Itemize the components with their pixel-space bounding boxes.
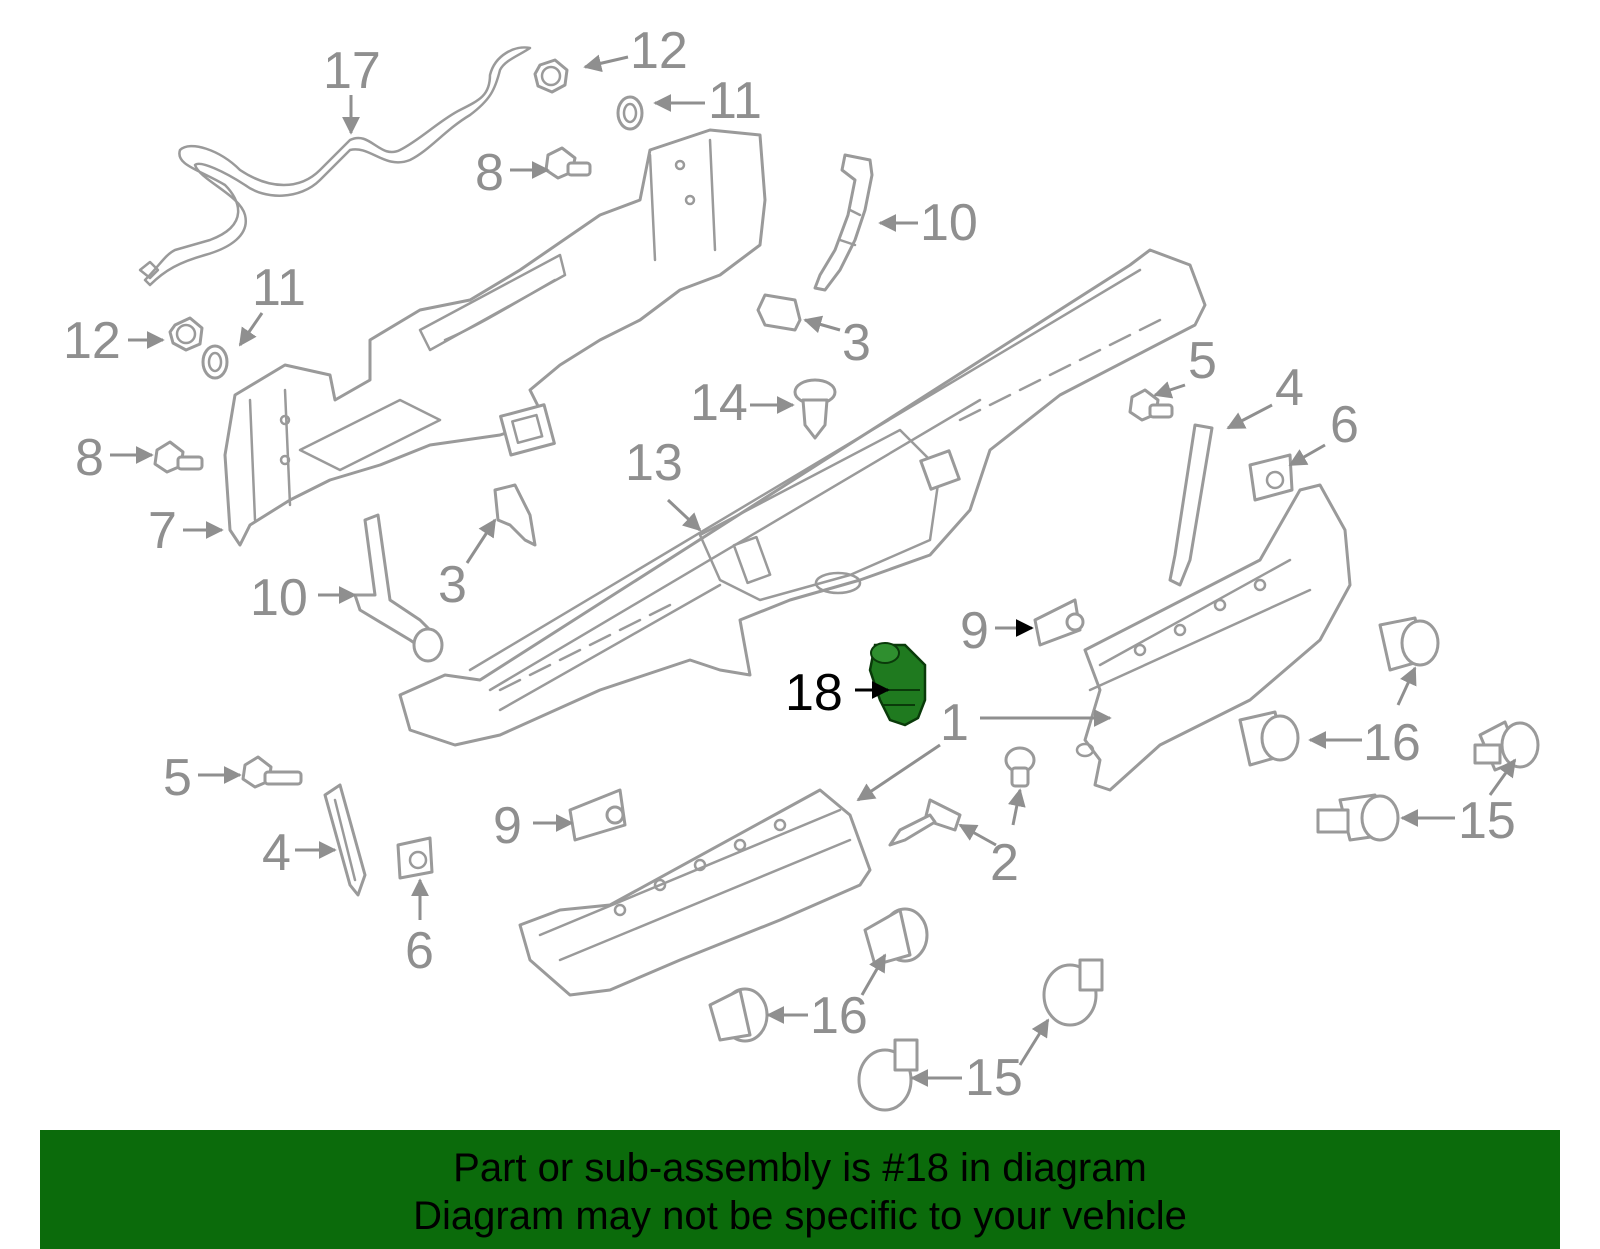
sensor-15-bottom-b	[857, 1038, 919, 1112]
washer-11-top	[616, 95, 644, 131]
flange-nut-12-top	[533, 58, 569, 94]
clip-6-right	[1248, 453, 1294, 502]
callout-17: 17	[323, 42, 381, 100]
callout-5: 5	[1188, 332, 1217, 390]
callout-6: 6	[405, 922, 434, 980]
bolt-5-right	[1128, 388, 1174, 422]
step-pad-13	[398, 248, 1207, 747]
retainer-9-right	[1033, 598, 1085, 647]
callout-3: 3	[842, 314, 871, 372]
sensor-16-mid	[1238, 710, 1300, 767]
retainer-9-left	[568, 788, 627, 842]
banner-line-1: Part or sub-assembly is #18 in diagram	[453, 1146, 1147, 1190]
strip-4-left	[323, 783, 367, 897]
callout-11: 11	[252, 259, 306, 317]
sensor-16-right	[1378, 616, 1440, 672]
clip-6-left	[396, 836, 434, 880]
callout-2: 2	[990, 834, 1019, 892]
callout-12: 12	[63, 312, 121, 370]
flange-nut-12-left	[168, 316, 204, 352]
push-pin-14	[793, 378, 837, 440]
callout-15: 15	[1458, 792, 1516, 850]
callout-16: 16	[1363, 714, 1421, 772]
callout-9: 9	[493, 797, 522, 855]
callout-8: 8	[475, 144, 504, 202]
parts-diagram: 17 12 11 8 10 3 11 12 5 4 14 6 8 13 7 3 …	[63, 22, 1540, 1112]
bolt-8-left	[153, 440, 204, 474]
bolt-5-left	[241, 755, 303, 789]
callout-4: 4	[1275, 359, 1304, 417]
bracket-10-top	[813, 153, 874, 292]
callout-1: 1	[940, 694, 969, 752]
washer-11-left	[201, 344, 229, 380]
leader-arrows	[110, 54, 1517, 1087]
hitch-frame-7	[223, 128, 767, 547]
clip-3-left	[493, 483, 537, 547]
sensor-16-bottom-a	[863, 907, 929, 967]
bumper-1-left	[518, 788, 872, 997]
strip-4-right	[1168, 423, 1214, 587]
banner-line-2: Diagram may not be specific to your vehi…	[413, 1194, 1187, 1238]
part-18-highlighted[interactable]	[868, 642, 927, 727]
callout-3: 3	[438, 556, 467, 614]
bracket-10-bottom	[353, 513, 444, 663]
callout-12: 12	[630, 22, 688, 80]
callout-18[interactable]: 18	[785, 664, 843, 722]
callout-11: 11	[708, 72, 762, 130]
sensor-15-bottom-a	[1042, 958, 1104, 1027]
sensor-16-bottom-b	[708, 987, 769, 1043]
wiring-harness-17	[138, 46, 532, 287]
sensor-15-right-top	[1473, 720, 1540, 772]
callout-5: 5	[163, 749, 192, 807]
sensor-15-right-bottom	[1316, 793, 1400, 842]
bolt-2	[888, 798, 962, 847]
callout-9: 9	[960, 602, 989, 660]
fastener-2-upper	[1004, 746, 1036, 788]
callout-15: 15	[965, 1049, 1023, 1107]
callout-8: 8	[75, 429, 104, 487]
callout-10: 10	[920, 194, 978, 252]
callout-4: 4	[262, 824, 291, 882]
callout-labels: 17 12 11 8 10 3 11 12 5 4 14 6 8 13 7 3 …	[63, 22, 1516, 1107]
info-banner: Part or sub-assembly is #18 in diagram D…	[40, 1130, 1560, 1249]
clip-3-right	[756, 293, 802, 332]
callout-16: 16	[810, 987, 868, 1045]
callout-6: 6	[1330, 396, 1359, 454]
bolt-8-top	[544, 146, 592, 180]
bumper-1-right	[1075, 483, 1352, 792]
callout-13: 13	[625, 434, 683, 492]
callout-14: 14	[690, 374, 748, 432]
callout-7: 7	[148, 502, 177, 560]
callout-10: 10	[250, 569, 308, 627]
